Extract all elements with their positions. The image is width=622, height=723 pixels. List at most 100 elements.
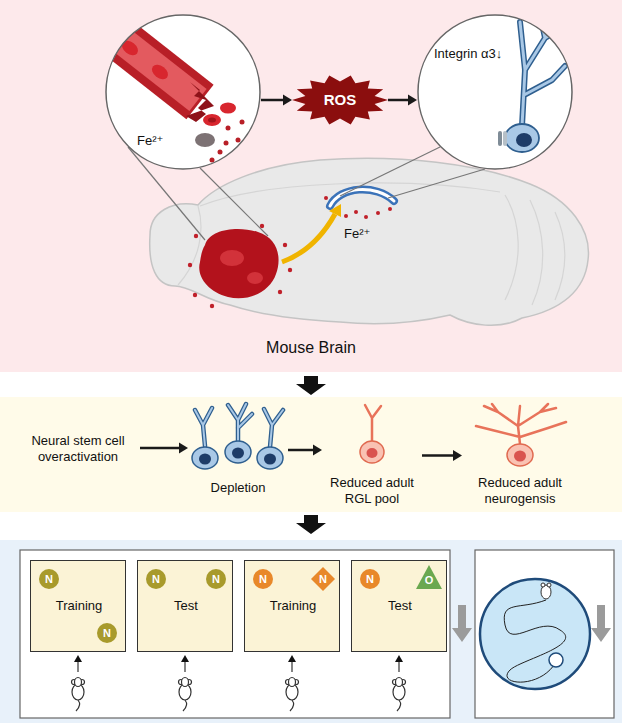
iron-arrow bbox=[329, 204, 341, 217]
hippocampus bbox=[330, 190, 394, 206]
water-maze bbox=[547, 583, 551, 587]
object-icon-shape bbox=[360, 569, 380, 589]
node-label: Fe²⁺ bbox=[137, 133, 187, 149]
node-label: Neural stem cell overactivation bbox=[16, 433, 140, 465]
object-icon-shape bbox=[311, 567, 335, 591]
iron-arrow bbox=[282, 204, 341, 262]
mouse-icon bbox=[179, 655, 192, 711]
iron-dots bbox=[344, 214, 348, 218]
hemorrhage bbox=[199, 229, 278, 298]
rgl-cell bbox=[365, 405, 381, 441]
arrow-head bbox=[453, 450, 462, 461]
mouse-icon bbox=[72, 655, 406, 711]
object-icon: N bbox=[206, 569, 226, 589]
iron-dots bbox=[194, 234, 198, 238]
iron-dots bbox=[193, 293, 197, 297]
mouse-icon bbox=[182, 678, 189, 687]
water-maze bbox=[549, 653, 563, 667]
new-neuron bbox=[476, 404, 566, 444]
iron-dots bbox=[260, 224, 264, 228]
object-icon: O bbox=[416, 565, 442, 589]
mouse-icon bbox=[396, 678, 403, 687]
iron-dots bbox=[364, 215, 368, 219]
arrow-head bbox=[179, 443, 188, 454]
zoom-circle-outline bbox=[105, 14, 261, 170]
ruptured-vessel bbox=[119, 38, 141, 59]
new-neuron bbox=[476, 404, 566, 466]
ruptured-vessel bbox=[208, 118, 216, 123]
ruptured-vessel bbox=[88, 14, 200, 102]
object-icon: N bbox=[360, 569, 380, 589]
mouse-icon bbox=[74, 655, 82, 662]
mouse-icon bbox=[183, 700, 187, 711]
node-label: ROS bbox=[292, 91, 388, 109]
mouse-brain bbox=[555, 212, 565, 300]
mouse-icon bbox=[181, 655, 189, 662]
hemorrhage bbox=[199, 229, 278, 298]
rgl-cell bbox=[360, 405, 384, 463]
iron-dots bbox=[388, 207, 392, 211]
stage-group: Depletion bbox=[188, 402, 288, 498]
water-maze bbox=[480, 579, 590, 689]
rgl-cell bbox=[360, 441, 384, 463]
icon-letter: N bbox=[206, 573, 226, 586]
figure-label: Mouse Brain bbox=[211, 338, 411, 357]
neuron bbox=[503, 131, 507, 146]
mouse-icon bbox=[75, 678, 82, 687]
zoom-circle: Integrin α3↓ bbox=[417, 14, 573, 170]
mouse-icon bbox=[184, 661, 185, 672]
zoom-circle: Fe²⁺ bbox=[105, 14, 261, 170]
radial-glia-cells bbox=[199, 454, 211, 465]
ruptured-vessel bbox=[243, 152, 248, 157]
zoom-circle-outline bbox=[417, 14, 573, 170]
ion-label: Fe²⁺ bbox=[344, 226, 384, 242]
mouse-icon bbox=[290, 700, 294, 711]
flow-arrow bbox=[261, 95, 292, 106]
stage-group: Reduced adult RGL pool bbox=[322, 402, 422, 509]
test-box: TrainingNN bbox=[244, 560, 340, 652]
iron-arrow bbox=[282, 214, 335, 262]
mouse-icon bbox=[395, 655, 403, 662]
stage-text: Neural stem cell overactivation bbox=[16, 428, 140, 468]
water-maze bbox=[480, 579, 590, 689]
object-icon: N bbox=[97, 623, 117, 643]
ruptured-vessel bbox=[226, 126, 231, 131]
object-icon: N bbox=[253, 569, 273, 589]
flow-arrow bbox=[140, 443, 188, 454]
hippocampus bbox=[330, 190, 394, 206]
flow-arrow bbox=[288, 445, 322, 456]
ruptured-vessel bbox=[240, 120, 245, 125]
ruptured-vessel bbox=[210, 158, 215, 163]
bottom-panel bbox=[0, 540, 622, 723]
callout-line bbox=[388, 169, 485, 198]
rgl-cell bbox=[367, 448, 378, 458]
icon-letter: N bbox=[360, 573, 380, 586]
icon-letter: N bbox=[39, 573, 59, 586]
object-icon-shape bbox=[97, 623, 117, 643]
down-arrow bbox=[296, 376, 326, 395]
mouse-brain bbox=[150, 158, 589, 325]
mouse-icon bbox=[72, 655, 85, 711]
ruptured-vessel bbox=[220, 103, 236, 114]
iron-dots bbox=[324, 196, 328, 200]
ruptured-vessel bbox=[236, 138, 241, 143]
new-neuron bbox=[507, 444, 533, 466]
object-icon: N bbox=[39, 569, 59, 589]
iron-dots bbox=[188, 263, 192, 267]
object-icon-shape bbox=[416, 565, 442, 589]
arrow-head bbox=[408, 95, 417, 106]
hemorrhage bbox=[247, 272, 263, 284]
arrow-line bbox=[288, 449, 314, 452]
mouse-icon bbox=[398, 661, 399, 672]
radial-glia-cells bbox=[192, 447, 218, 469]
object-icon-shape bbox=[39, 569, 59, 589]
node-label: Test bbox=[138, 598, 234, 614]
test-box: TestNN bbox=[137, 560, 233, 652]
test-frame bbox=[20, 550, 450, 718]
middle-panel bbox=[0, 397, 622, 512]
iron-dots bbox=[283, 243, 287, 247]
mouse-icon bbox=[397, 700, 401, 711]
radial-glia-cells bbox=[264, 454, 276, 465]
node-label: Depletion bbox=[188, 480, 288, 496]
